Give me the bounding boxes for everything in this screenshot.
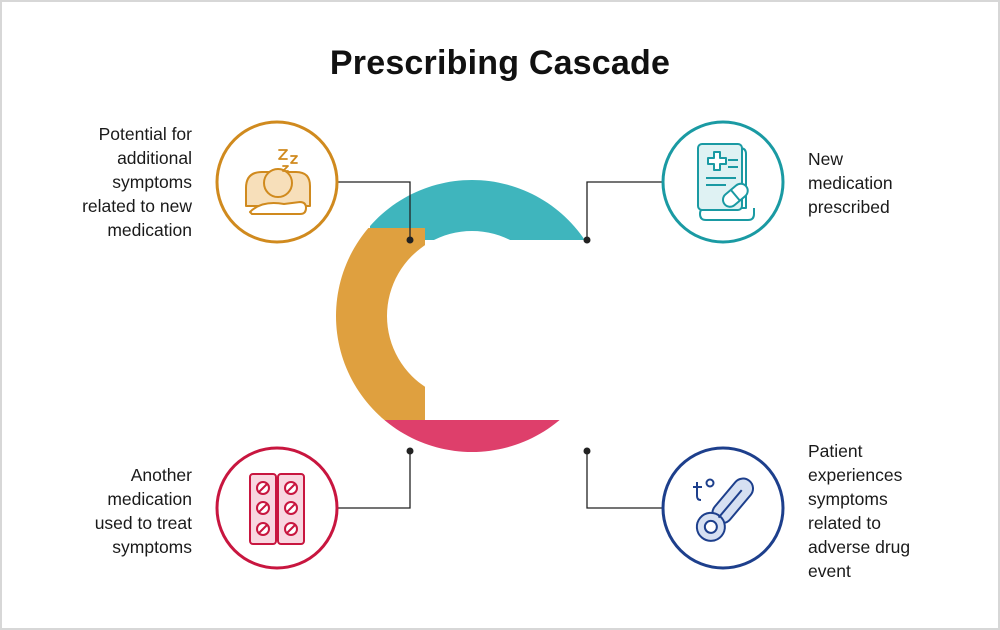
ring-segment-blue	[575, 240, 608, 452]
connector-dot-adverse-event	[583, 447, 591, 455]
connector-dot-additional-symptoms	[406, 236, 414, 244]
connector-additional-symptoms	[338, 181, 411, 240]
thermometer-icon	[693, 477, 754, 542]
connector-new-medication	[586, 181, 662, 240]
label-another-medication: Another medication used to treat symptom…	[94, 465, 192, 557]
pill-pack-icon	[249, 473, 305, 545]
connector-adverse-event	[586, 451, 662, 509]
prescription-icon	[697, 143, 755, 221]
cycle-ring	[335, 180, 608, 452]
label-adverse-event: Patient experiences symptoms related to …	[808, 441, 911, 581]
connector-dot-another-medication	[406, 447, 414, 455]
page-title: Prescribing Cascade	[329, 44, 671, 82]
sleepy-person-icon	[245, 149, 311, 215]
label-additional-symptoms: Potential for additional symptoms relate…	[82, 124, 192, 240]
ring-segment-pink	[335, 420, 608, 452]
label-new-medication: New medication prescribed	[808, 149, 893, 217]
connector-dot-new-medication	[583, 236, 591, 244]
